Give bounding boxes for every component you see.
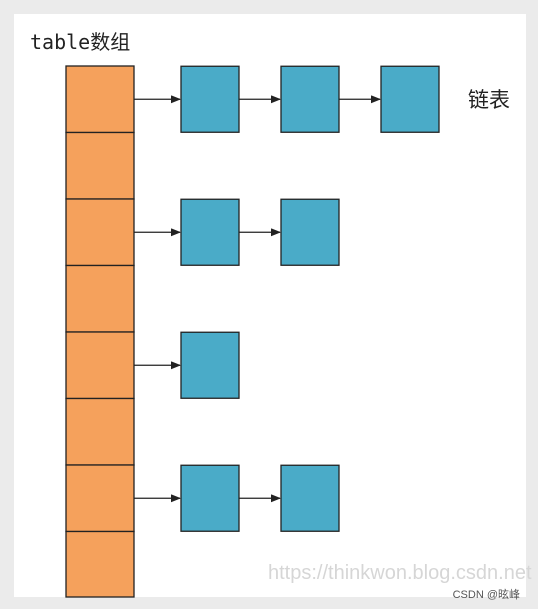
- watermark-text: https://thinkwon.blog.csdn.net: [268, 562, 532, 584]
- linked-list-node: [280, 198, 340, 266]
- linked-list-node: [180, 65, 240, 133]
- credit-text: CSDN @昡峰: [452, 589, 520, 601]
- bucket-cell: [65, 65, 135, 134]
- bucket-cell: [65, 397, 135, 466]
- table-array: [65, 65, 135, 598]
- linked-list-label: 链表: [468, 88, 510, 112]
- linked-list-node: [280, 65, 340, 133]
- linked-list-node: [180, 198, 240, 266]
- bucket-cell: [65, 198, 135, 267]
- linked-lists: [134, 65, 440, 532]
- bucket-cell: [65, 331, 135, 400]
- linked-list-node: [180, 331, 240, 399]
- bucket-cell: [65, 464, 135, 533]
- bucket-cell: [65, 530, 135, 598]
- table-array-title: table数组: [30, 30, 131, 54]
- linked-list-node: [280, 464, 340, 532]
- linked-list-node: [180, 464, 240, 532]
- bucket-cell: [65, 131, 135, 200]
- bucket-cell: [65, 264, 135, 333]
- linked-list-node: [380, 65, 440, 133]
